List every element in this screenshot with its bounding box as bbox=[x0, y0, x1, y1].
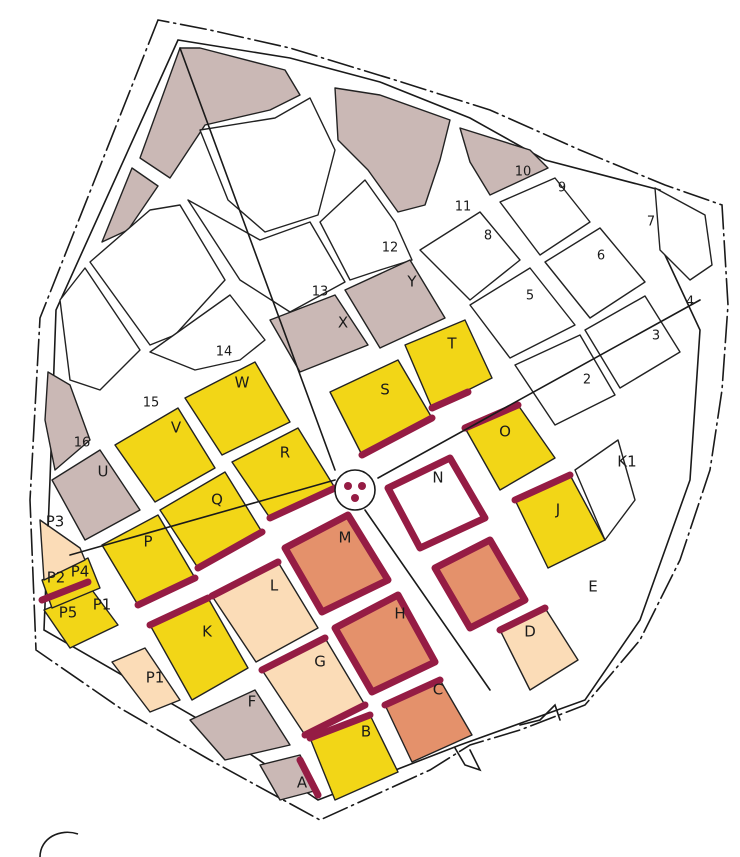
wall-outlines bbox=[38, 388, 574, 799]
lot-numbers: 2 3 4 5 6 7 8 9 10 11 12 13 14 15 16 bbox=[74, 165, 694, 451]
label-u: U bbox=[98, 463, 109, 481]
label-f: F bbox=[248, 693, 257, 711]
roundabout-marker-1 bbox=[344, 482, 352, 490]
parcel-white-10 bbox=[469, 267, 576, 359]
block-labels: A B C D E F G H J K L M N O P Q R S T U … bbox=[46, 273, 637, 792]
parcel-yellow-v bbox=[114, 407, 216, 503]
parcel-yellow-s bbox=[329, 359, 433, 456]
label-k1: K1 bbox=[617, 453, 636, 471]
label-v: V bbox=[171, 419, 182, 437]
lot-number-13: 13 bbox=[312, 285, 329, 300]
parcel-grey-y bbox=[344, 259, 446, 349]
parcel-grey-f bbox=[189, 689, 291, 761]
parcel-white-5 bbox=[59, 267, 141, 391]
lot-number-10: 10 bbox=[515, 165, 532, 180]
parcel-white-1 bbox=[199, 97, 336, 233]
parcel-white-13 bbox=[654, 187, 713, 281]
lot-number-11: 11 bbox=[455, 200, 472, 215]
parcel-yellow-w bbox=[184, 361, 291, 456]
parcel-grey-n-2 bbox=[459, 127, 549, 196]
lot-number-7: 7 bbox=[647, 215, 655, 230]
lot-number-8: 8 bbox=[484, 229, 492, 244]
lot-number-16: 16 bbox=[74, 436, 91, 451]
lot-number-15: 15 bbox=[143, 396, 160, 411]
roundabout-marker-2 bbox=[358, 482, 366, 490]
parcel-white-4 bbox=[319, 179, 413, 281]
parcel-white-8 bbox=[499, 177, 591, 256]
lot-number-9: 9 bbox=[558, 181, 566, 196]
parcel-white-6 bbox=[149, 294, 266, 371]
label-t: T bbox=[446, 335, 457, 353]
parcel-peach-p1 bbox=[111, 647, 181, 713]
parcel-grey-nw-1 bbox=[139, 47, 301, 179]
label-c: C bbox=[433, 681, 443, 699]
label-g: G bbox=[314, 653, 326, 671]
street-main-east-west bbox=[69, 299, 701, 556]
parcel-grey-x bbox=[269, 294, 369, 373]
label-r: R bbox=[280, 444, 290, 462]
parcel-white-7 bbox=[419, 211, 521, 301]
label-p4: P4 bbox=[71, 563, 90, 581]
south-annex bbox=[454, 703, 561, 772]
label-p2: P2 bbox=[47, 569, 66, 587]
label-p1-west: P1 bbox=[93, 596, 112, 614]
lot-number-3: 3 bbox=[652, 329, 660, 344]
lot-number-6: 6 bbox=[597, 249, 605, 264]
parcel-white-11 bbox=[584, 295, 681, 389]
parcel-grey-n-1 bbox=[334, 87, 451, 213]
street-main-north-south bbox=[179, 47, 491, 691]
label-e: E bbox=[588, 578, 597, 596]
parcel-grey-w-16 bbox=[44, 371, 91, 471]
parcel-peach-d bbox=[499, 607, 579, 691]
label-m: M bbox=[339, 529, 352, 547]
label-p5: P5 bbox=[59, 604, 78, 622]
label-p3: P3 bbox=[46, 513, 65, 531]
label-d: D bbox=[524, 623, 536, 641]
lot-number-14: 14 bbox=[216, 345, 233, 360]
parcel-orange-h bbox=[334, 594, 436, 693]
site-boundary bbox=[29, 19, 729, 821]
parcel-grey-u bbox=[51, 449, 141, 541]
parcel-white-k1-e bbox=[574, 439, 636, 541]
label-s: S bbox=[380, 381, 390, 399]
label-h: H bbox=[394, 605, 405, 623]
lot-number-5: 5 bbox=[526, 289, 534, 304]
label-j: J bbox=[555, 501, 560, 519]
label-x: X bbox=[338, 314, 348, 332]
label-p: P bbox=[143, 533, 152, 551]
parcel-yellow-o bbox=[464, 404, 556, 491]
roundabout bbox=[334, 469, 376, 511]
lot-number-12: 12 bbox=[382, 241, 399, 256]
lot-number-2: 2 bbox=[583, 373, 591, 388]
parcel-orange-east bbox=[434, 539, 526, 629]
label-b: B bbox=[361, 723, 371, 741]
parcel-white-12 bbox=[514, 334, 616, 426]
label-n: N bbox=[432, 469, 443, 487]
roundabout-marker-3 bbox=[351, 494, 359, 502]
parcel-white-3 bbox=[187, 199, 346, 313]
label-p1-south: P1 bbox=[146, 669, 165, 687]
north-arrow-icon bbox=[39, 831, 79, 857]
parcel-yellow-t bbox=[404, 319, 493, 409]
label-a: A bbox=[297, 774, 308, 792]
parcel-white-2 bbox=[89, 204, 226, 346]
inner-parcel-outline bbox=[43, 39, 701, 801]
parcel-white-9 bbox=[544, 227, 646, 319]
parcel-orange-m bbox=[284, 514, 389, 613]
label-y: Y bbox=[406, 273, 417, 291]
lot-number-4: 4 bbox=[686, 295, 694, 310]
label-w: W bbox=[235, 374, 250, 392]
parcel-orange-c bbox=[384, 679, 473, 763]
label-q: Q bbox=[211, 491, 223, 509]
label-l: L bbox=[270, 577, 279, 595]
label-o: O bbox=[499, 423, 511, 441]
parcel-peach-p3 bbox=[39, 519, 86, 581]
label-k: K bbox=[202, 623, 213, 641]
